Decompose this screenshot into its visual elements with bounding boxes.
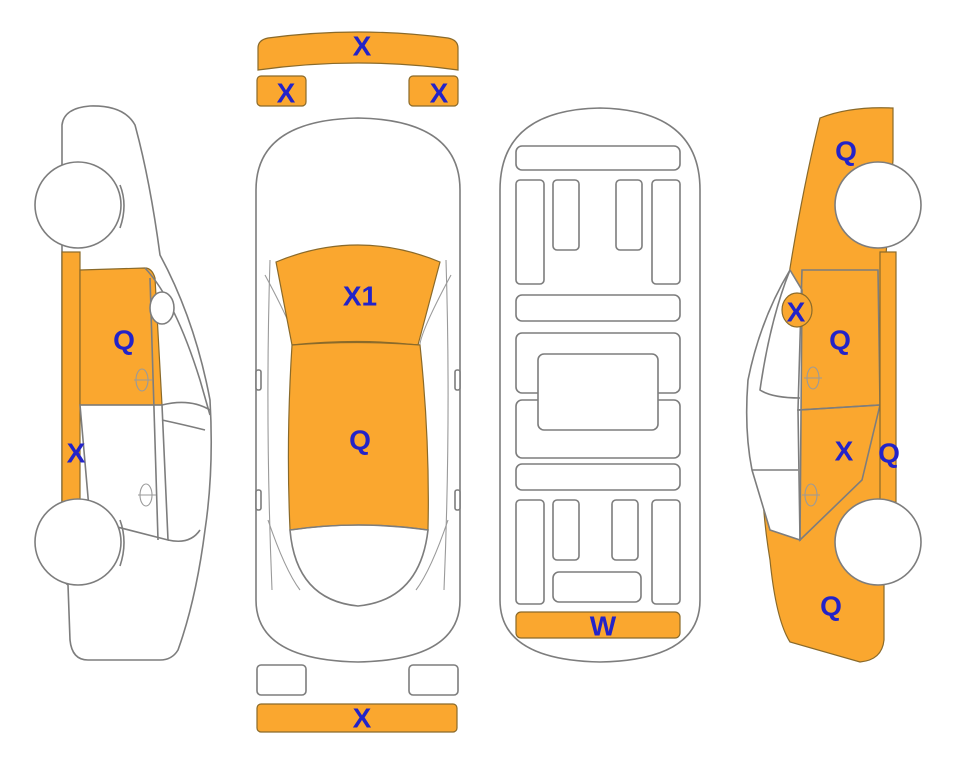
right-front-door-label: Q — [829, 325, 851, 356]
top-view — [255, 31, 461, 733]
front-bumper-label: X — [353, 31, 372, 62]
right-windows — [745, 268, 803, 542]
front-left-headlight — [256, 75, 307, 107]
rear-bumper — [256, 703, 458, 733]
right-rear-door — [797, 404, 882, 542]
right-mirror — [781, 292, 813, 328]
underbody-rear-label: W — [590, 611, 617, 642]
hood — [275, 244, 441, 346]
right-rear-quarter-label: Q — [820, 591, 842, 622]
left-side-view — [34, 105, 213, 661]
right-rear-door-handle — [802, 483, 820, 507]
left-front-door-label: Q — [113, 325, 135, 356]
left-front-door-handle — [134, 368, 152, 392]
left-mirror — [149, 291, 175, 325]
left-rear-door-handle — [138, 483, 156, 507]
right-front-wheel — [834, 161, 922, 249]
front-left-headlight-label: X — [277, 78, 296, 109]
right-mirror-label: X — [787, 297, 806, 328]
right-rear-wheel — [834, 498, 922, 586]
left-front-wheel — [34, 161, 122, 249]
left-rear-wheel — [34, 498, 122, 586]
rear-left-taillight — [256, 664, 307, 696]
front-right-headlight-label: X — [430, 78, 449, 109]
left-rocker-label: X — [67, 438, 86, 469]
right-rear-door-label: X — [835, 436, 854, 467]
underbody-view — [499, 107, 701, 663]
rear-right-taillight — [408, 664, 459, 696]
right-rocker-label: Q — [878, 438, 900, 469]
right-side-view — [745, 107, 922, 663]
front-right-headlight — [408, 75, 459, 107]
rear-window — [289, 524, 429, 607]
roof-label: Q — [349, 425, 371, 456]
front-bumper — [257, 31, 459, 71]
hood-label: X1 — [343, 281, 377, 312]
right-front-door-handle — [804, 366, 822, 390]
rear-bumper-label: X — [353, 703, 372, 734]
right-front-fender-label: Q — [835, 136, 857, 167]
underbody-rear-panel — [515, 611, 681, 639]
